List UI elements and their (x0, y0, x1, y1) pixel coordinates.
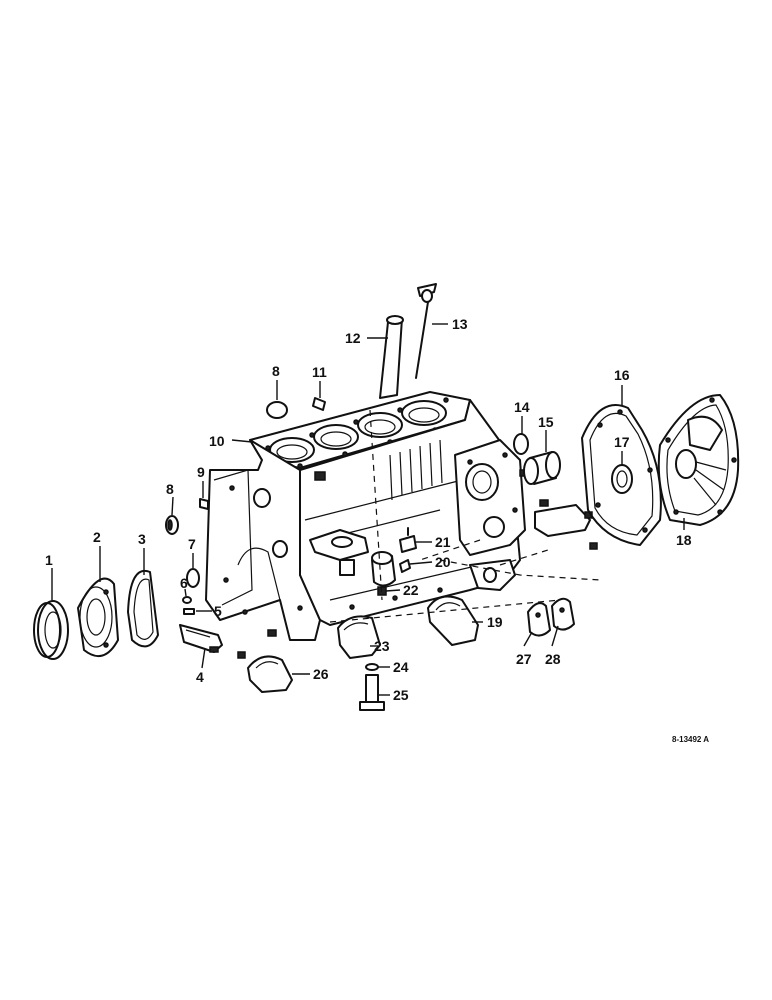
part-1-seal-ring (33, 600, 69, 660)
callout-8-top: 8 (272, 363, 280, 379)
callout-21: 21 (435, 534, 451, 550)
callout-14: 14 (514, 399, 530, 415)
part-2-seal-retainer (77, 577, 119, 658)
callout-13: 13 (452, 316, 468, 332)
callout-2: 2 (93, 529, 101, 545)
callout-8-left: 8 (166, 481, 174, 497)
callout-5: 5 (214, 603, 222, 619)
part-20-fitting (399, 559, 411, 573)
callout-6: 6 (180, 575, 188, 591)
oil-pump-body (371, 551, 396, 587)
part-18-timing-cover (657, 394, 740, 526)
callout-7: 7 (188, 536, 196, 552)
part-7-plug (186, 568, 200, 588)
callout-17: 17 (614, 434, 630, 450)
part-12-dipstick-tube (379, 315, 404, 399)
callout-27: 27 (516, 651, 532, 667)
part-11-stud (312, 397, 326, 411)
part-13-dipstick (415, 283, 437, 379)
part-28-plate (551, 597, 575, 631)
callout-22: 22 (403, 582, 419, 598)
part-15-cam-bushing (523, 451, 561, 485)
part-23-bearing-cap (337, 615, 381, 659)
figure-reference: 8-13492 A (672, 735, 709, 744)
part-8-expansion-plug-top (266, 401, 288, 419)
front-bearing-cap-bracket (534, 499, 598, 550)
callout-23: 23 (374, 638, 390, 654)
callout-19: 19 (487, 614, 503, 630)
callout-1: 1 (45, 552, 53, 568)
part-8-expansion-plug-left (165, 515, 179, 535)
callout-9: 9 (197, 464, 205, 480)
callout-18: 18 (676, 532, 692, 548)
part-6-pin (182, 596, 192, 604)
part-5-dowel (183, 608, 195, 615)
alignment-lines (329, 409, 601, 623)
callout-16: 16 (614, 367, 630, 383)
callout-12: 12 (345, 330, 361, 346)
callout-26: 26 (313, 666, 329, 682)
part-4-bearing-cap (179, 624, 246, 659)
callout-25: 25 (393, 687, 409, 703)
part-26-bearing-cap (247, 629, 293, 693)
callout-11: 11 (312, 364, 327, 380)
leader-lines (51, 323, 685, 696)
callout-3: 3 (138, 531, 146, 547)
callout-24: 24 (393, 659, 409, 675)
callout-4: 4 (196, 669, 204, 685)
part-10-cylinder-block (205, 391, 527, 641)
part-21-tee (399, 527, 417, 553)
part-9-dowel-pin (199, 498, 209, 510)
callout-15: 15 (538, 414, 554, 430)
callout-20: 20 (435, 554, 451, 570)
part-27-plate (527, 602, 551, 637)
callout-28: 28 (545, 651, 561, 667)
part-14-plug (513, 433, 529, 455)
part-24-washer (365, 663, 379, 671)
part-17-oil-seal (611, 464, 633, 494)
callout-10: 10 (209, 433, 225, 449)
part-19-main-bearing-cap (427, 595, 479, 646)
part-3-gasket (127, 569, 159, 648)
part-25-bolt (359, 674, 385, 711)
callout-labels: 1 2 3 4 5 6 7 8 9 10 8 11 12 13 14 15 16… (45, 316, 692, 703)
